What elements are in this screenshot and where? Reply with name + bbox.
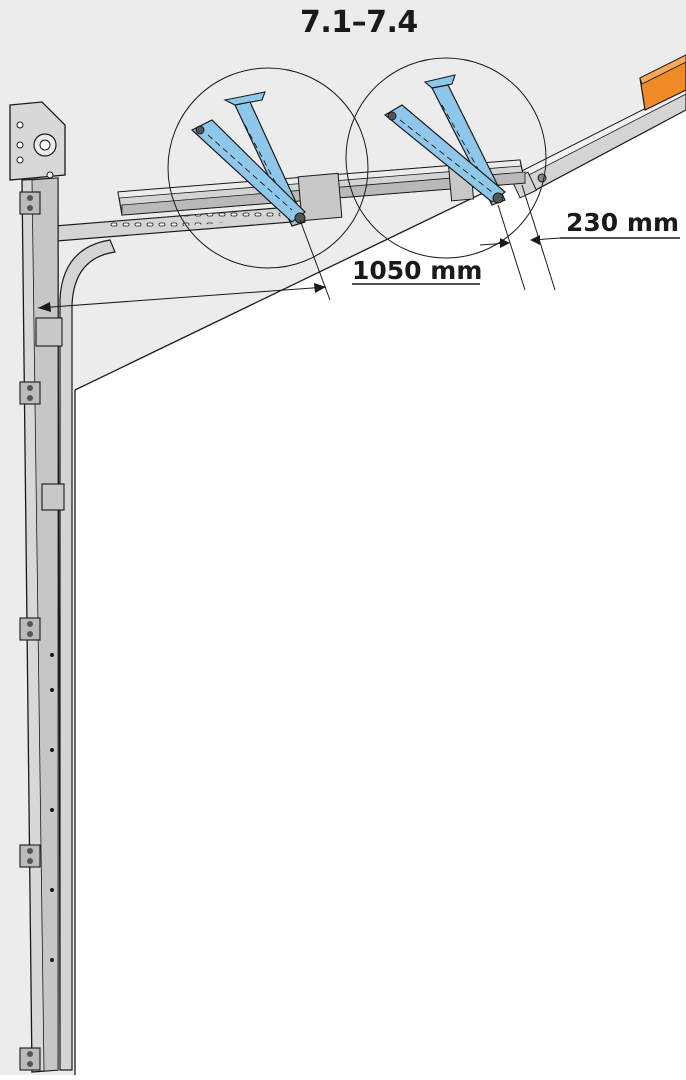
step-title: 7.1–7.4	[300, 5, 418, 40]
top-bearing-plate	[9, 101, 66, 181]
suspension-bracket-left	[190, 91, 306, 227]
detail-circle-right	[345, 57, 547, 259]
wall-bracket	[19, 191, 41, 215]
opener-rail	[510, 54, 686, 199]
curved-track	[59, 239, 116, 1071]
dimension-line-230	[479, 184, 680, 291]
wall-bracket	[19, 1047, 41, 1071]
suspension-bracket-right	[383, 74, 506, 206]
detail-circle-left	[167, 67, 369, 269]
track-connector-plate	[35, 317, 63, 347]
horizontal-rail	[117, 159, 526, 222]
track-connector-plate	[41, 483, 65, 511]
wall-bracket	[19, 844, 41, 868]
wall-bracket	[19, 381, 41, 405]
dimension-label-1050: 1050 mm	[352, 256, 483, 285]
dimension-line-1050	[37, 219, 480, 312]
wall-bracket	[19, 617, 41, 641]
dimension-label-230: 230 mm	[566, 208, 679, 237]
